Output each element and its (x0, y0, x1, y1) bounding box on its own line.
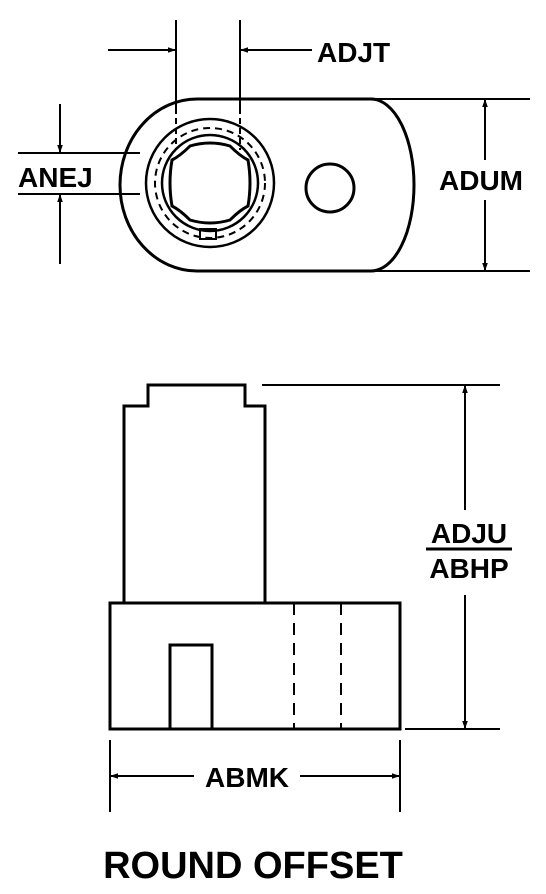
upper-stem (122, 383, 267, 603)
top-view-outline (118, 97, 416, 273)
side-view (108, 383, 402, 731)
outer-ring (144, 117, 276, 249)
offset-hole (304, 162, 356, 214)
abmk-dimension (109, 740, 401, 812)
base-window (168, 643, 214, 729)
spline-bore (168, 141, 252, 225)
abhp-label: ABHP (429, 553, 508, 584)
adju-abhp-dimension (262, 384, 512, 730)
drawing-caption: ROUND OFFSET (103, 845, 403, 887)
adju-label: ADJU (431, 518, 507, 549)
abmk-label: ABMK (205, 762, 289, 793)
adum-dimension (371, 98, 530, 272)
key-notch (199, 228, 217, 240)
top-view (118, 97, 416, 273)
adum-label: ADUM (439, 165, 523, 196)
anej-dimension (18, 104, 140, 264)
inner-ring (160, 133, 260, 233)
anej-label: ANEJ (18, 162, 93, 193)
adjt-dimension (108, 20, 312, 110)
base-block (108, 601, 402, 731)
adjt-label: ADJT (317, 37, 390, 68)
